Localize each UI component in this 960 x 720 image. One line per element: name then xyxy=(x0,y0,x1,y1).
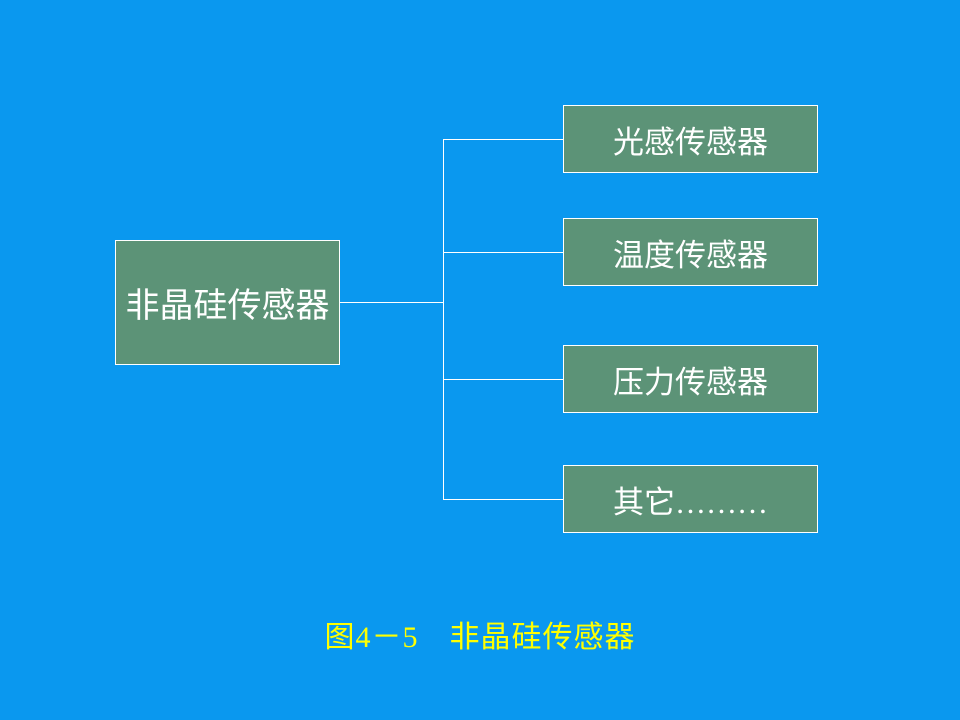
connector-branch-3 xyxy=(443,379,563,380)
branch-node-temperature-sensor: 温度传感器 xyxy=(563,218,818,286)
branch-node-label: 其它……… xyxy=(613,484,768,520)
branch-node-label: 光感传感器 xyxy=(613,124,768,160)
branch-node-label: 温度传感器 xyxy=(613,237,768,273)
branch-node-light-sensor: 光感传感器 xyxy=(563,105,818,173)
connector-branch-1 xyxy=(443,139,563,140)
connector-vertical-trunk xyxy=(443,139,444,500)
figure-caption: 图4－5 非晶硅传感器 xyxy=(324,621,636,654)
branch-node-other: 其它……… xyxy=(563,465,818,533)
root-node-label: 非晶硅传感器 xyxy=(125,288,330,325)
connector-branch-4 xyxy=(443,499,563,500)
connector-branch-2 xyxy=(443,252,563,253)
branch-node-label: 压力传感器 xyxy=(613,364,768,400)
root-node: 非晶硅传感器 xyxy=(115,240,340,365)
branch-node-pressure-sensor: 压力传感器 xyxy=(563,345,818,413)
connector-root-horizontal xyxy=(340,302,443,303)
